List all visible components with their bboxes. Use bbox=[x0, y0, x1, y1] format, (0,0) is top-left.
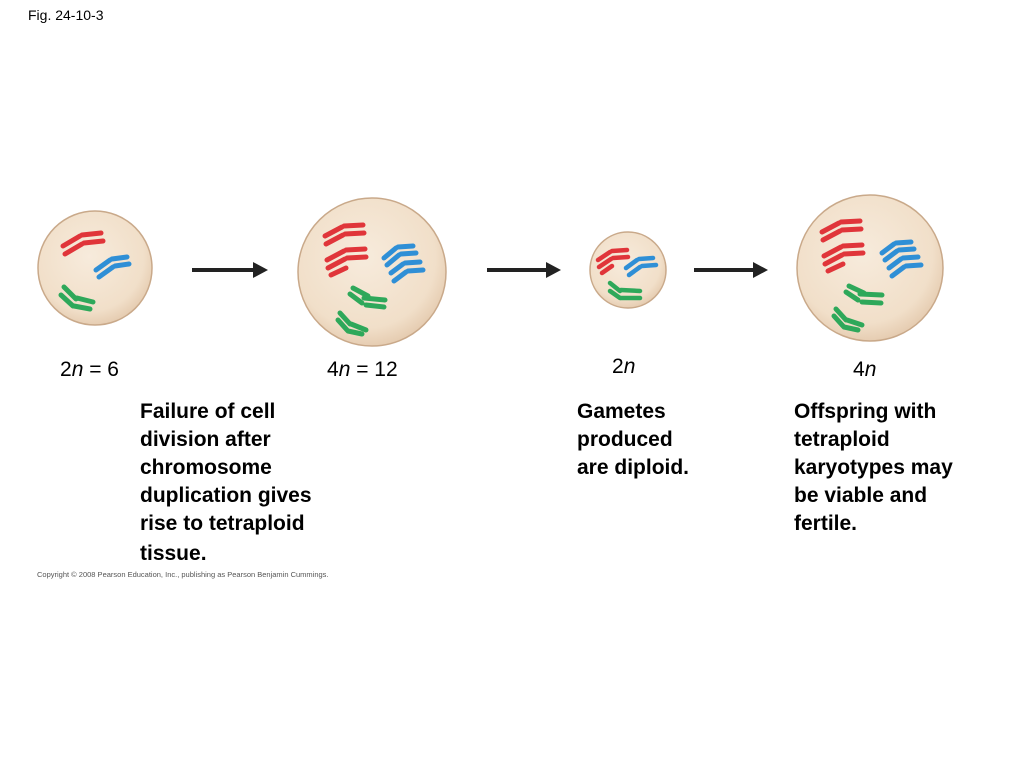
figure-label: Fig. 24-10-3 bbox=[28, 7, 104, 23]
ploidy-count: = 6 bbox=[83, 358, 119, 381]
blue-chromosome-pair bbox=[623, 255, 659, 278]
ploidy-label-4n-12: 4n = 12 bbox=[327, 358, 398, 382]
blue-chromosome-pair bbox=[93, 254, 132, 280]
caption-line: Gametes bbox=[577, 400, 666, 423]
caption-line: produced bbox=[577, 428, 673, 451]
caption-offspring: Offspring with tetraploid karyotypes may… bbox=[794, 398, 953, 538]
caption-line: tissue. bbox=[140, 542, 207, 565]
green-chromosome-group bbox=[335, 285, 388, 337]
blue-chromosome-group bbox=[381, 243, 426, 284]
green-chromosome-pair bbox=[607, 280, 643, 301]
caption-line: karyotypes may bbox=[794, 456, 953, 479]
caption-line: be viable and bbox=[794, 484, 928, 507]
tetraploid-cell bbox=[297, 197, 447, 347]
arrow-icon bbox=[694, 262, 768, 278]
green-chromosome-pair bbox=[58, 284, 96, 312]
caption-tetraploid-tissue: Failure of cell division after chromosom… bbox=[140, 398, 312, 568]
red-chromosome-group bbox=[322, 222, 369, 278]
caption-line: division after bbox=[140, 428, 271, 451]
caption-line: rise to tetraploid bbox=[140, 512, 305, 535]
ploidy-variable: n bbox=[338, 358, 351, 381]
red-chromosome-pair bbox=[595, 247, 631, 276]
diploid-cell bbox=[37, 210, 153, 326]
caption-line: are diploid. bbox=[577, 456, 690, 479]
copyright-notice: Copyright © 2008 Pearson Education, Inc.… bbox=[37, 570, 329, 579]
red-chromosome-pair bbox=[60, 230, 106, 257]
ploidy-count: = 12 bbox=[350, 358, 398, 381]
caption-line: fertile. bbox=[794, 512, 858, 535]
ploidy-number: 2 bbox=[612, 355, 624, 378]
caption-line: Failure of cell bbox=[140, 400, 276, 423]
ploidy-variable: n bbox=[623, 355, 636, 378]
ploidy-number: 4 bbox=[327, 358, 339, 381]
caption-line: Offspring with bbox=[794, 400, 937, 423]
ploidy-variable: n bbox=[864, 358, 877, 381]
red-chromosome-group bbox=[819, 218, 866, 274]
tetraploid-offspring-cell bbox=[796, 194, 944, 342]
arrow-icon bbox=[192, 262, 268, 278]
ploidy-number: 2 bbox=[60, 358, 72, 381]
ploidy-number: 4 bbox=[853, 358, 865, 381]
diploid-gamete-cell bbox=[589, 231, 667, 309]
caption-line: tetraploid bbox=[794, 428, 890, 451]
ploidy-variable: n bbox=[71, 358, 84, 381]
caption-line: duplication gives bbox=[140, 484, 312, 507]
ploidy-label-4n: 4n bbox=[853, 358, 876, 382]
green-chromosome-group bbox=[831, 283, 885, 333]
caption-gametes: Gametes produced are diploid. bbox=[577, 398, 689, 482]
arrow-icon bbox=[487, 262, 561, 278]
blue-chromosome-group bbox=[879, 239, 924, 279]
ploidy-label-2n: 2n bbox=[612, 355, 635, 379]
caption-line: chromosome bbox=[140, 456, 272, 479]
ploidy-label-2n-6: 2n = 6 bbox=[60, 358, 119, 382]
